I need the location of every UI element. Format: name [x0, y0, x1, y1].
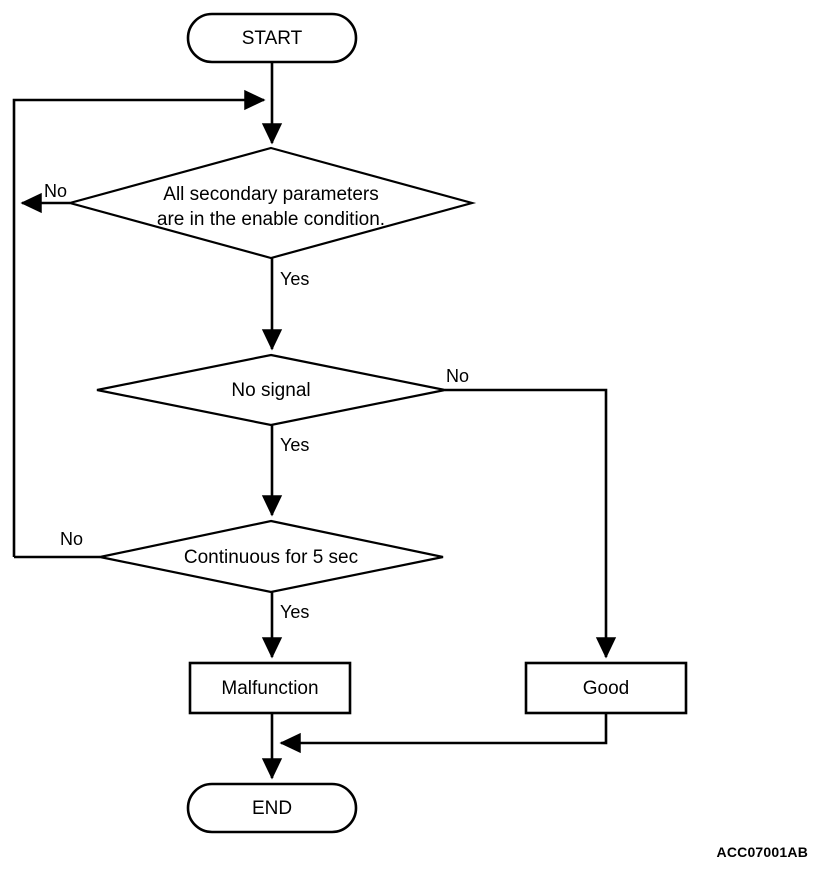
node-continuous-label: Continuous for 5 sec: [184, 547, 358, 568]
edge-loop-return: [12, 89, 266, 557]
node-good[interactable]: [524, 661, 688, 715]
node-secondary-label-line1: All secondary parameters: [163, 184, 378, 205]
node-nosignal-decision[interactable]: [96, 353, 446, 427]
edge-label-secondary-yes: Yes: [280, 269, 309, 289]
node-malfunction[interactable]: [188, 661, 352, 715]
edge-label-secondary-no: No: [44, 181, 67, 201]
node-good-label: Good: [583, 678, 629, 699]
node-start-label: START: [242, 28, 303, 49]
reference-code: ACC07001AB: [716, 844, 808, 860]
node-start[interactable]: [186, 12, 358, 64]
node-end-label: END: [252, 798, 292, 819]
node-nosignal-label: No signal: [231, 380, 310, 401]
edge-label-continuous-no: No: [60, 529, 83, 549]
node-continuous-decision[interactable]: [99, 519, 444, 594]
node-secondary-label-line2: are in the enable condition.: [157, 209, 385, 230]
node-end[interactable]: [186, 782, 358, 834]
edge-label-nosignal-no: No: [446, 366, 469, 386]
edge-label-nosignal-yes: Yes: [280, 435, 309, 455]
edge-good-to-merge: [279, 713, 608, 754]
node-malfunction-label: Malfunction: [221, 678, 318, 699]
edge-label-continuous-yes: Yes: [280, 602, 309, 622]
edge-nosignal-no: [445, 388, 617, 659]
node-secondary-decision[interactable]: [65, 146, 477, 260]
